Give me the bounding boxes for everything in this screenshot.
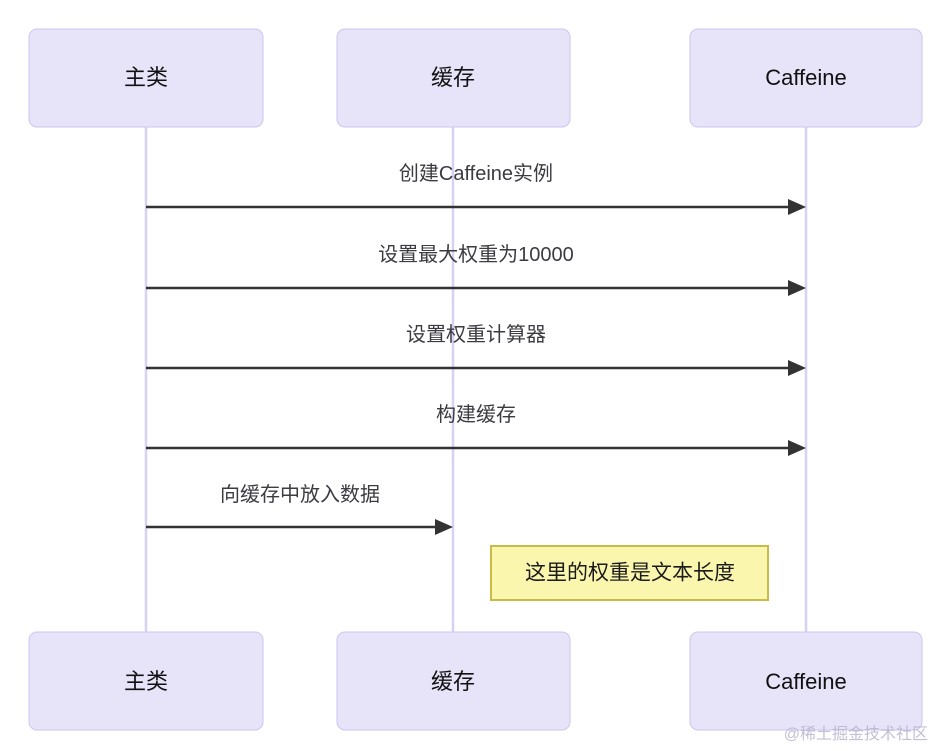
message-2[interactable]: 设置最大权重为10000 — [146, 243, 806, 296]
participant-box-caffeine-top[interactable] — [689, 28, 923, 128]
watermark-label: @稀土掘金技术社区 — [784, 725, 928, 743]
note-label: 这里的权重是文本长度 — [525, 562, 735, 585]
message-4-arrowhead — [788, 440, 806, 456]
note-weight-note[interactable]: 这里的权重是文本长度 — [490, 545, 769, 601]
message-3-arrowhead — [788, 360, 806, 376]
participant-label-cache-bottom: 缓存 — [431, 669, 475, 694]
messages-group: 创建Caffeine实例 设置最大权重为10000 设置权重计算器 构建缓存 — [146, 162, 806, 535]
participant-box-main-top[interactable] — [28, 28, 264, 128]
participant-box-main-bottom[interactable] — [28, 631, 264, 731]
message-4[interactable]: 构建缓存 — [146, 403, 806, 456]
participant-box-caffeine-bottom[interactable] — [689, 631, 923, 731]
participant-box-cache-top[interactable] — [336, 28, 571, 128]
participant-label-caffeine-bottom: Caffeine — [765, 669, 847, 694]
message-1-label: 创建Caffeine实例 — [399, 162, 553, 185]
message-1-arrowhead — [788, 199, 806, 215]
lifelines-group — [144, 127, 808, 632]
message-2-arrowhead — [788, 280, 806, 296]
participant-box-cache-bottom[interactable] — [336, 631, 571, 731]
message-2-label: 设置最大权重为10000 — [378, 243, 574, 266]
participants-top-group: 主类 缓存 Caffeine — [28, 28, 923, 128]
message-1[interactable]: 创建Caffeine实例 — [146, 162, 806, 215]
participant-label-caffeine-top: Caffeine — [765, 65, 847, 90]
message-5[interactable]: 向缓存中放入数据 — [146, 483, 453, 535]
note-box — [490, 545, 769, 601]
message-4-label: 构建缓存 — [436, 403, 516, 426]
message-3-label: 设置权重计算器 — [406, 323, 546, 346]
participants-bottom-group: 主类 缓存 Caffeine — [28, 631, 923, 731]
participant-label-main-top: 主类 — [124, 65, 168, 90]
participant-label-main-bottom: 主类 — [124, 669, 168, 694]
message-3[interactable]: 设置权重计算器 — [146, 323, 806, 376]
message-5-label: 向缓存中放入数据 — [220, 483, 380, 506]
message-5-arrowhead — [435, 519, 453, 535]
participant-label-cache-top: 缓存 — [431, 65, 475, 90]
